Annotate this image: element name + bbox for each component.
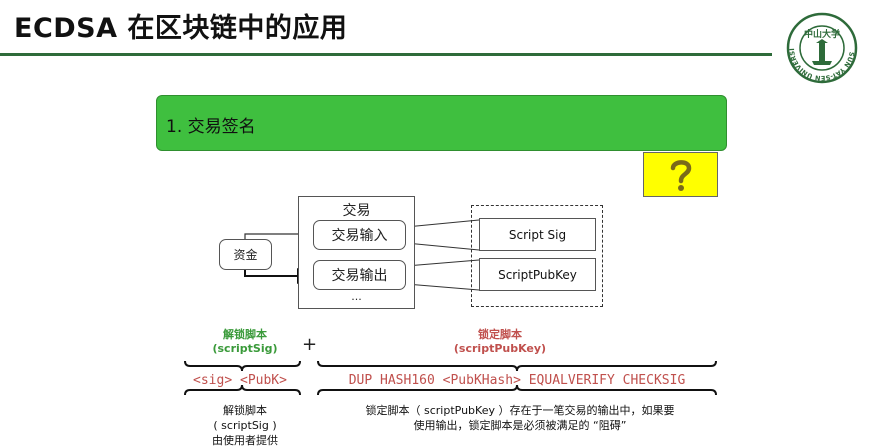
unlock-script-code: <sig> <PubK> <box>193 373 287 388</box>
question-box <box>643 152 718 197</box>
unlock-desc-line-1: 解锁脚本 <box>223 404 267 417</box>
transaction-ellipsis: ... <box>351 290 362 303</box>
funds-box: 资金 <box>219 239 272 270</box>
section-banner-label: 1. 交易签名 <box>166 117 256 137</box>
unlock-heading-cn: 解锁脚本 <box>223 328 267 341</box>
lock-script-heading: 锁定脚本 (scriptPubKey) <box>410 328 590 356</box>
page-title: ECDSA 在区块链中的应用 <box>14 13 348 44</box>
script-pubkey-box: ScriptPubKey <box>479 258 596 291</box>
question-mark-icon <box>670 159 691 191</box>
plus-sign: + <box>302 334 318 355</box>
transaction-output: 交易输出 <box>313 260 406 290</box>
transaction-box <box>298 196 415 309</box>
unlock-heading-en: (scriptSig) <box>212 342 278 355</box>
lock-script-code: DUP HASH160 <PubKHash> EQUALVERIFY CHECK… <box>348 373 686 388</box>
lock-heading-en: (scriptPubKey) <box>453 342 547 355</box>
lock-heading-cn: 锁定脚本 <box>478 328 522 341</box>
transaction-input: 交易输入 <box>313 220 406 250</box>
section-banner <box>156 95 727 151</box>
lock-desc-line-1: 锁定脚本（ scriptPubKey ）存在于一笔交易的输出中，如果要 <box>365 404 675 417</box>
unlock-desc-line-2: ( scriptSig ) <box>213 419 277 432</box>
script-group <box>471 205 603 307</box>
logo-chinese-text: 中山大学 <box>804 28 840 40</box>
university-logo-icon: SUN YAT-SEN UNIVERSITY 中山大学 <box>786 12 858 84</box>
title-divider <box>0 53 772 56</box>
lock-script-description: 锁定脚本（ scriptPubKey ）存在于一笔交易的输出中，如果要 使用输出… <box>320 403 720 433</box>
unlock-desc-line-3: 由使用者提供 <box>212 434 278 447</box>
unlock-script-heading: 解锁脚本 (scriptSig) <box>190 328 300 356</box>
unlock-script-description: 解锁脚本 ( scriptSig ) 由使用者提供 <box>185 403 305 448</box>
transaction-title: 交易 <box>342 203 371 219</box>
lock-desc-line-2: 使用输出，锁定脚本是必须被满足的 “阻碍” <box>413 419 627 432</box>
script-sig-box: Script Sig <box>479 218 596 251</box>
